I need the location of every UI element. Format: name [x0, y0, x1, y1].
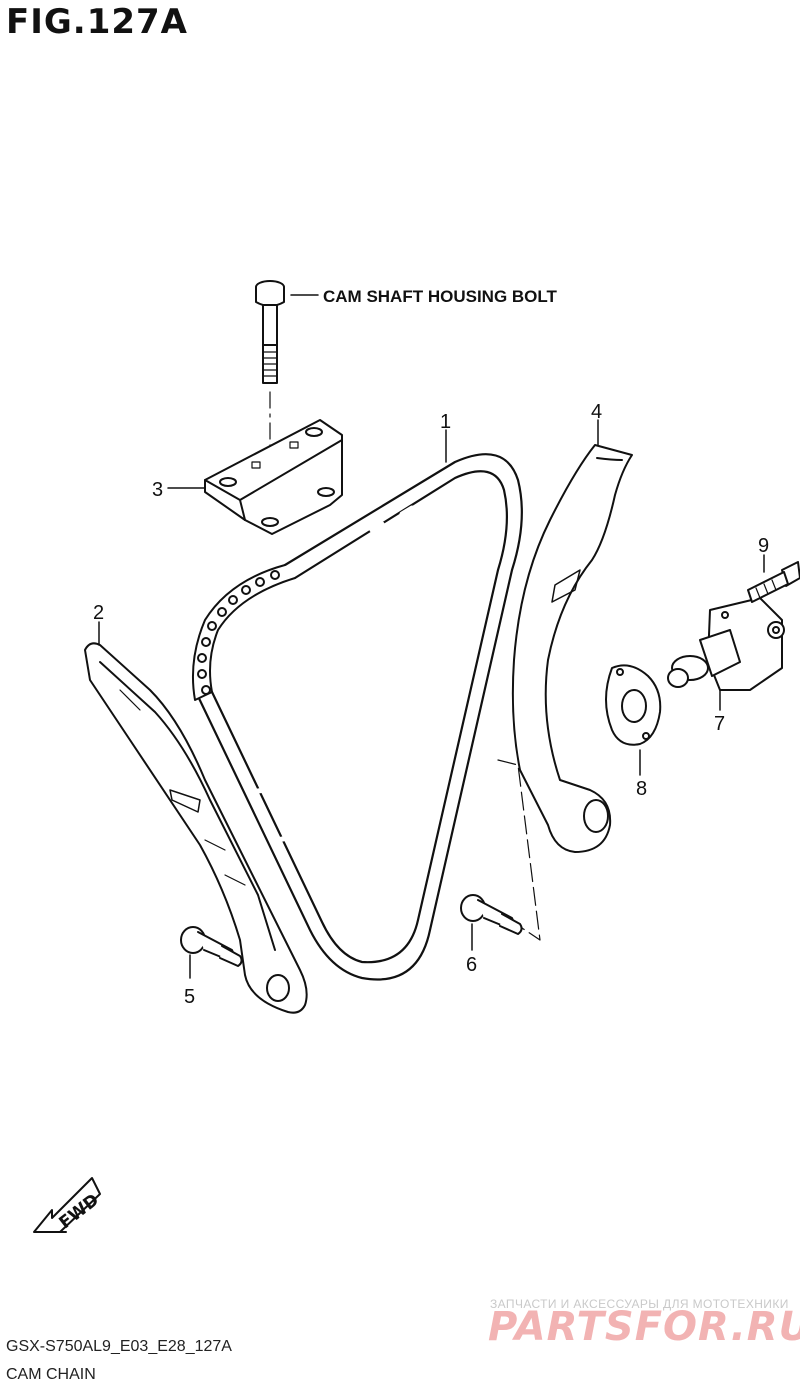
- part-1-cam-chain: [191, 429, 523, 981]
- callout-9: 9: [758, 535, 769, 557]
- callout-8: 8: [636, 778, 647, 800]
- bolt-callout-label: CAM SHAFT HOUSING BOLT: [323, 287, 558, 306]
- watermark-brand: PARTSFOR.RU: [488, 1304, 800, 1350]
- callout-5: 5: [184, 986, 195, 1008]
- callout-7: 7: [714, 713, 725, 735]
- part-6-bolt: [460, 759, 541, 951]
- callout-6: 6: [466, 954, 477, 976]
- fwd-arrow: [33, 1177, 101, 1233]
- callout-4: 4: [591, 401, 602, 423]
- diagram-code: GSX-S750AL9_E03_E28_127A: [6, 1338, 232, 1355]
- part-3-holder: [167, 419, 343, 535]
- diagram-subtitle: CAM CHAIN: [6, 1366, 96, 1383]
- part-9-bolt: [747, 554, 800, 603]
- cam-shaft-housing-bolt: [255, 280, 319, 526]
- watermark-tagline: ЗАПЧАСТИ И АКСЕССУАРЫ ДЛЯ МОТОТЕХНИКИ: [490, 1297, 789, 1311]
- part-8-gasket: [605, 664, 662, 776]
- part-5-bolt: [180, 926, 243, 979]
- callout-1: 1: [440, 411, 451, 433]
- figure-title: FIG.127A: [6, 2, 188, 42]
- callout-2: 2: [93, 602, 104, 624]
- part-4-tensioner-guide: [511, 419, 633, 853]
- callout-3: 3: [152, 479, 163, 501]
- part-2-chain-guide: [84, 621, 308, 1014]
- part-7-tensioner-adjuster: [667, 597, 785, 711]
